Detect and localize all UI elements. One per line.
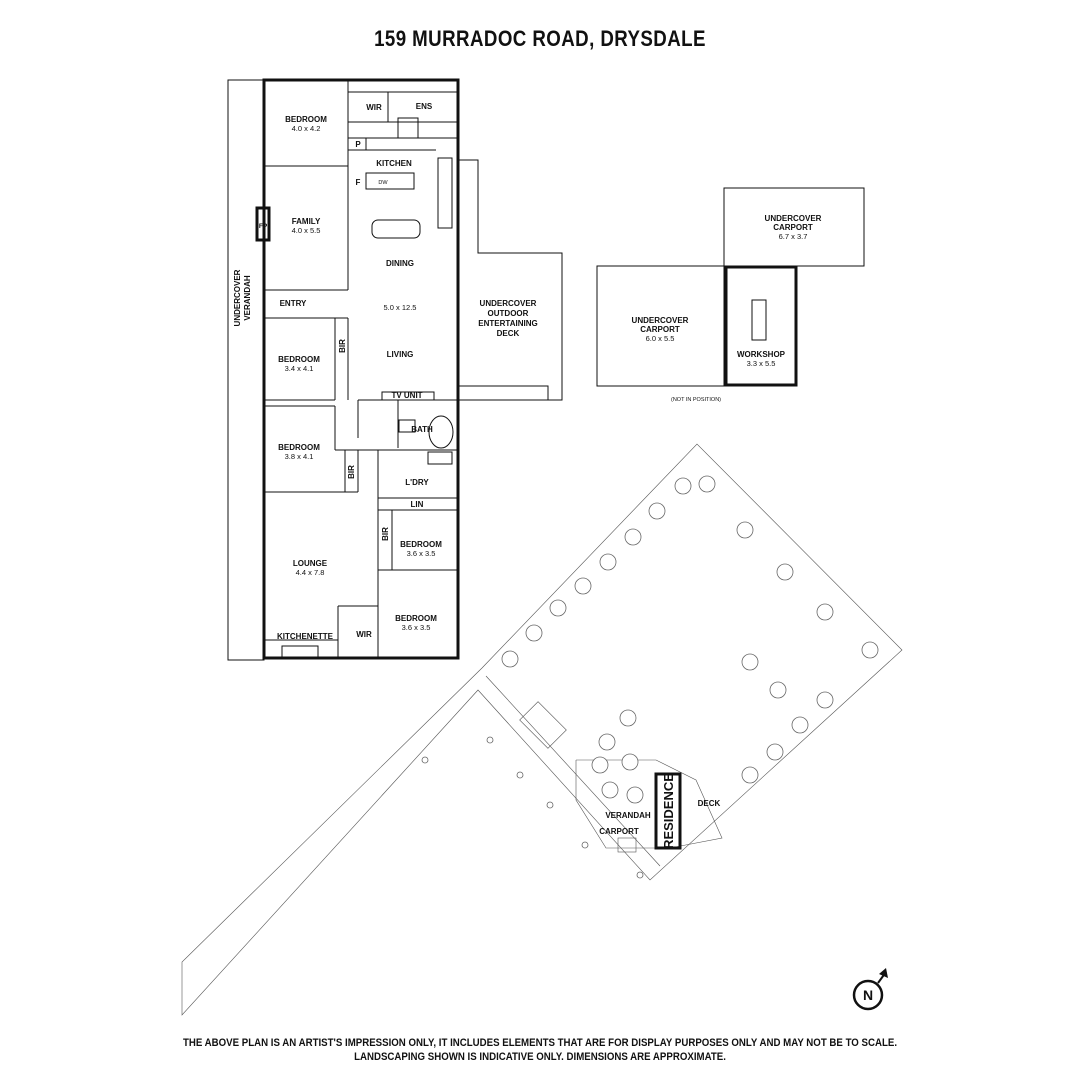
tv-unit: [381, 391, 435, 401]
residence-label: RESIDENCE: [661, 773, 676, 849]
bir1-label: BIR: [338, 339, 347, 353]
disclaimer: THE ABOVE PLAN IS AN ARTIST'S IMPRESSION…: [65, 1036, 1015, 1064]
property-boundary: [181, 443, 903, 1016]
bedroom5-label: BEDROOM: [395, 614, 437, 623]
site-labels: RESIDENCE DECK VERANDAH CARPORT: [599, 773, 720, 849]
bir2-label: BIR: [347, 465, 356, 479]
pantry-label: P: [355, 140, 361, 149]
living-dims: 5.0 x 12.5: [384, 303, 417, 312]
ensuite-shower: [397, 117, 419, 139]
disclaimer-line-2: LANDSCAPING SHOWN IS INDICATIVE ONLY. DI…: [354, 1051, 726, 1063]
shower: [398, 419, 416, 433]
workshop: [724, 265, 798, 387]
driveway-line: [485, 675, 661, 867]
verandah-outline: [227, 79, 265, 661]
wir1-label: WIR: [366, 103, 382, 112]
family-label: FAMILY: [292, 217, 321, 226]
deck-label-2: OUTDOOR: [488, 309, 529, 318]
carport1-label-1: UNDERCOVER: [765, 214, 822, 223]
bedroom1-label: BEDROOM: [285, 115, 327, 124]
laundry-tub: [427, 451, 453, 465]
kitchenette-label: KITCHENETTE: [277, 632, 334, 641]
workshop-label: WORKSHOP: [737, 350, 786, 359]
residence-footprint: [575, 759, 723, 849]
bir3-label: BIR: [381, 527, 390, 541]
compass: N: [852, 968, 888, 1011]
fp-label: FP: [259, 223, 268, 230]
carport2-dims: 6.0 x 5.5: [646, 334, 675, 343]
dining-label: DINING: [386, 259, 414, 268]
carport2-label-2: CARPORT: [640, 325, 680, 334]
kitchen-counter: [437, 157, 453, 229]
residence-box: [654, 772, 682, 850]
bathtub: [428, 415, 454, 449]
outbuilding-labels: UNDERCOVER CARPORT 6.7 x 3.7 UNDERCOVER …: [632, 214, 822, 403]
fireplace: [255, 206, 271, 242]
site-carport: [617, 837, 637, 853]
bedroom5-dims: 3.6 x 3.5: [402, 623, 431, 632]
bedroom4-label: BEDROOM: [400, 540, 442, 549]
carport1-label-2: CARPORT: [773, 223, 813, 232]
living-label: LIVING: [387, 350, 414, 359]
bedroom4-dims: 3.6 x 3.5: [407, 549, 436, 558]
verandah-label-1: UNDERCOVER: [233, 269, 242, 326]
disclaimer-line-1: THE ABOVE PLAN IS AN ARTIST'S IMPRESSION…: [182, 1037, 898, 1049]
main-house: [227, 78, 460, 661]
kitchen-bench: [365, 172, 415, 190]
house-outer-wall: [262, 78, 460, 660]
north-arrow-head-icon: [879, 968, 888, 978]
fridge-label: F: [356, 178, 361, 187]
site-verandah-label: VERANDAH: [605, 811, 651, 820]
carport-2: [596, 265, 725, 387]
plan-title: 159 MURRADOC ROAD, DRYSDALE: [374, 26, 706, 51]
compass-letter: N: [863, 987, 873, 1003]
verandah-label-2: VERANDAH: [243, 275, 252, 321]
site-deck-label: DECK: [698, 799, 721, 808]
family-dims: 4.0 x 5.5: [292, 226, 321, 235]
workshop-bench: [751, 299, 767, 341]
deck-label-3: ENTERTAINING: [478, 319, 537, 328]
ens-label: ENS: [416, 102, 433, 111]
deck-outline: [458, 159, 563, 401]
bedroom3-dims: 3.8 x 4.1: [285, 452, 314, 461]
wir2-label: WIR: [356, 630, 372, 639]
lounge-dims: 4.4 x 7.8: [296, 568, 325, 577]
carport1-dims: 6.7 x 3.7: [779, 232, 808, 241]
dishwasher-label: DW: [378, 180, 388, 186]
ldry-label: L'DRY: [405, 478, 429, 487]
not-in-position-note: (NOT IN POSITION): [671, 397, 721, 403]
room-labels: BEDROOM 4.0 x 4.2 WIR ENS P KITCHEN F DW…: [233, 102, 538, 641]
trees: [421, 475, 879, 879]
entry-label: ENTRY: [280, 299, 307, 308]
bedroom2-label: BEDROOM: [278, 355, 320, 364]
deck-bench: [457, 385, 549, 401]
kitchen-label: KITCHEN: [376, 159, 412, 168]
compass-circle-icon: [852, 979, 884, 1011]
bedroom3-label: BEDROOM: [278, 443, 320, 452]
shed-outline: [519, 701, 567, 749]
deck-label-1: UNDERCOVER: [480, 299, 537, 308]
bedroom1-dims: 4.0 x 4.2: [292, 124, 321, 133]
bath-label: BATH: [411, 425, 433, 434]
carport2-label-1: UNDERCOVER: [632, 316, 689, 325]
workshop-dims: 3.3 x 5.5: [747, 359, 776, 368]
deck-label-4: DECK: [497, 329, 520, 338]
site-carport-label: CARPORT: [599, 827, 639, 836]
bedroom2-dims: 3.4 x 4.1: [285, 364, 314, 373]
lounge-label: LOUNGE: [293, 559, 328, 568]
kitchenette-bench: [281, 645, 319, 659]
tvunit-label: TV UNIT: [391, 391, 422, 400]
lin-label: LIN: [411, 500, 424, 509]
dining-island: [371, 219, 421, 239]
